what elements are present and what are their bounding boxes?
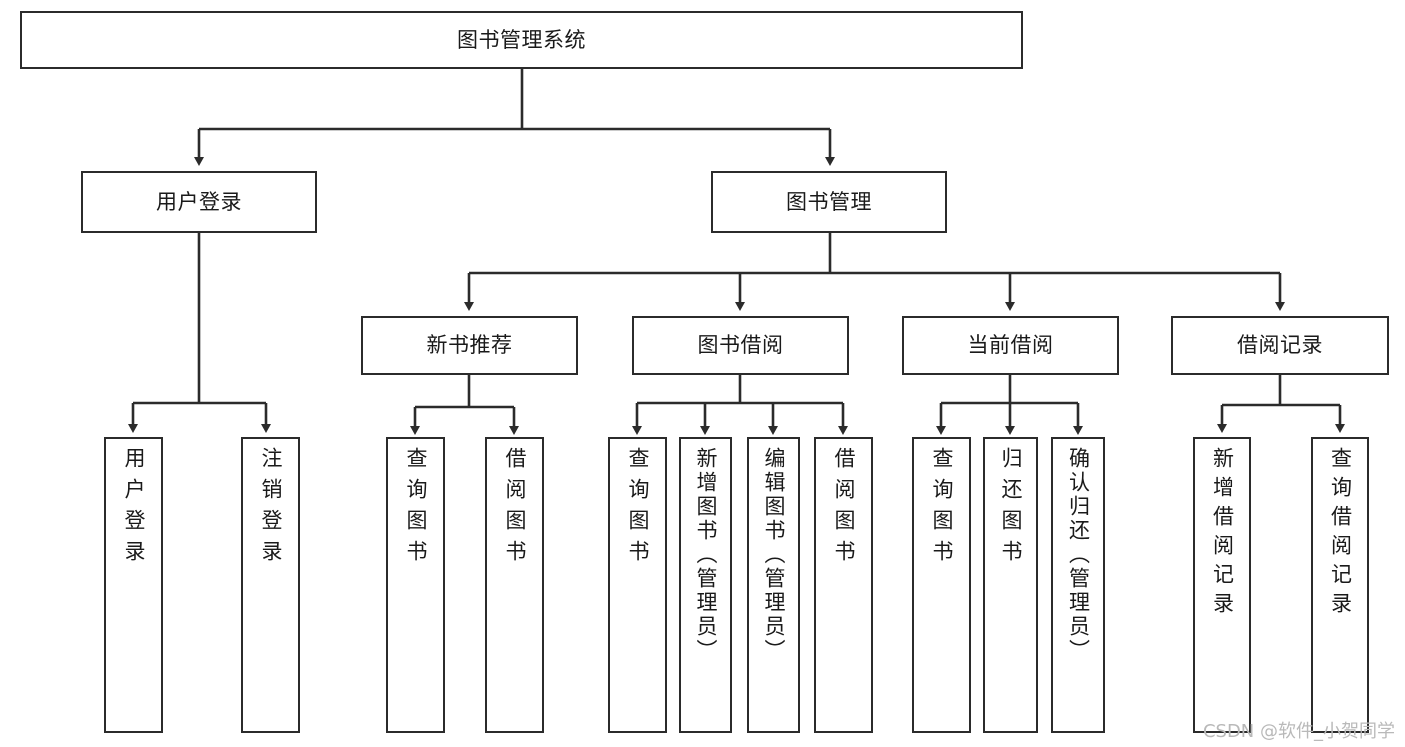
node-label: 用户登录 xyxy=(156,189,242,214)
node-leaf-query-book-1[interactable]: 查询图书 xyxy=(386,437,445,733)
node-label: 用户登录 xyxy=(122,447,146,571)
node-current-borrow[interactable]: 当前借阅 xyxy=(902,316,1119,375)
node-label: 编辑图书（管理员） xyxy=(762,447,786,663)
node-leaf-edit-book[interactable]: 编辑图书（管理员） xyxy=(747,437,800,733)
node-label: 图书借阅 xyxy=(697,333,784,358)
node-label: 查询图书 xyxy=(626,447,650,571)
node-new-book-recommend[interactable]: 新书推荐 xyxy=(361,316,578,375)
node-label: 新增借阅记录 xyxy=(1210,447,1235,621)
node-leaf-return-book[interactable]: 归还图书 xyxy=(983,437,1038,733)
node-leaf-query-book-2[interactable]: 查询图书 xyxy=(608,437,667,733)
node-leaf-query-book-3[interactable]: 查询图书 xyxy=(912,437,971,733)
node-label: 归还图书 xyxy=(999,447,1023,571)
node-root-title[interactable]: 图书管理系统 xyxy=(20,11,1023,69)
node-leaf-user-login[interactable]: 用户登录 xyxy=(104,437,163,733)
node-leaf-borrow-book-2[interactable]: 借阅图书 xyxy=(814,437,873,733)
node-leaf-logout-login[interactable]: 注销登录 xyxy=(241,437,300,733)
node-label: 借阅记录 xyxy=(1237,333,1323,358)
node-book-borrow[interactable]: 图书借阅 xyxy=(632,316,849,375)
node-user-login[interactable]: 用户登录 xyxy=(81,171,317,233)
node-label: 图书管理 xyxy=(786,189,872,214)
node-label: 图书管理系统 xyxy=(457,27,586,52)
node-book-management[interactable]: 图书管理 xyxy=(711,171,947,233)
node-label: 确认归还（管理员） xyxy=(1066,447,1091,663)
node-label: 借阅图书 xyxy=(832,447,856,571)
node-label: 新书推荐 xyxy=(426,333,513,358)
node-label: 借阅图书 xyxy=(503,447,527,571)
node-label: 当前借阅 xyxy=(967,333,1054,358)
node-leaf-add-book[interactable]: 新增图书（管理员） xyxy=(679,437,732,733)
node-label: 注销登录 xyxy=(259,447,283,571)
node-leaf-query-record[interactable]: 查询借阅记录 xyxy=(1311,437,1369,733)
node-label: 查询图书 xyxy=(404,447,428,571)
node-label: 查询图书 xyxy=(930,447,954,571)
node-label: 查询借阅记录 xyxy=(1328,447,1353,621)
node-label: 新增图书（管理员） xyxy=(694,447,718,663)
node-leaf-add-record[interactable]: 新增借阅记录 xyxy=(1193,437,1251,733)
node-leaf-confirm-return[interactable]: 确认归还（管理员） xyxy=(1051,437,1105,733)
node-leaf-borrow-book-1[interactable]: 借阅图书 xyxy=(485,437,544,733)
node-borrow-record[interactable]: 借阅记录 xyxy=(1171,316,1389,375)
